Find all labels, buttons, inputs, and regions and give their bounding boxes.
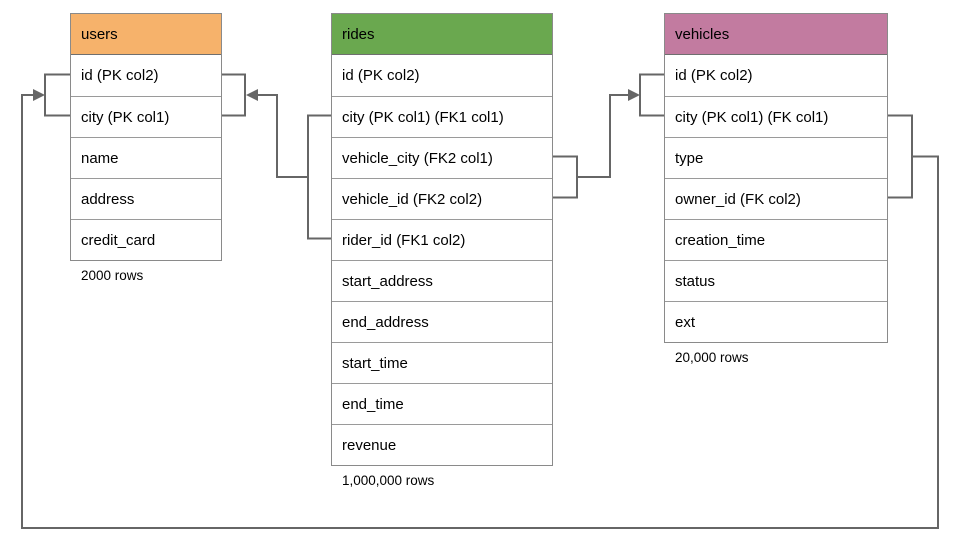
column-row: address: [71, 178, 221, 219]
column-row: start_time: [332, 342, 552, 383]
column-row: owner_id (FK col2): [665, 178, 887, 219]
column-row: rider_id (FK1 col2): [332, 219, 552, 260]
rides-right-bracket: [553, 155, 578, 199]
table-vehicles-header: vehicles: [665, 14, 887, 55]
table-users-row-count: 2000 rows: [81, 268, 144, 283]
rides-to-vehicles-line: [577, 94, 628, 178]
table-vehicles-row-count: 20,000 rows: [675, 350, 749, 365]
column-row: city (PK col1) (FK col1): [665, 96, 887, 137]
rides-to-users-arrowhead: [246, 89, 258, 101]
column-row: vehicle_id (FK2 col2): [332, 178, 552, 219]
table-rides-rows: id (PK col2)city (PK col1) (FK1 col1)veh…: [332, 55, 552, 465]
column-row: credit_card: [71, 219, 221, 260]
column-row: end_address: [332, 301, 552, 342]
column-row: creation_time: [665, 219, 887, 260]
table-vehicles: vehicles id (PK col2)city (PK col1) (FK …: [664, 13, 888, 365]
table-rides-row-count: 1,000,000 rows: [342, 473, 435, 488]
users-left-bracket: [44, 73, 70, 117]
column-row: city (PK col1): [71, 96, 221, 137]
column-row: revenue: [332, 424, 552, 465]
column-row: type: [665, 137, 887, 178]
column-row: ext: [665, 301, 887, 342]
column-row: id (PK col2): [332, 55, 552, 96]
users-right-bracket: [222, 73, 246, 117]
column-row: id (PK col2): [665, 55, 887, 96]
column-row: city (PK col1) (FK1 col1): [332, 96, 552, 137]
column-row: id (PK col2): [71, 55, 221, 96]
rides-to-users-line: [258, 94, 308, 178]
vehicles-left-bracket: [639, 73, 664, 117]
table-rides-header: rides: [332, 14, 552, 55]
rides-to-vehicles-arrowhead: [628, 89, 640, 101]
column-row: status: [665, 260, 887, 301]
vehicles-right-bracket: [887, 114, 913, 199]
table-rides: rides id (PK col2)city (PK col1) (FK1 co…: [331, 13, 553, 488]
column-row: vehicle_city (FK2 col1): [332, 137, 552, 178]
table-users-header: users: [71, 14, 221, 55]
column-row: end_time: [332, 383, 552, 424]
table-vehicles-rows: id (PK col2)city (PK col1) (FK col1)type…: [665, 55, 887, 342]
vehicles-to-users-arrowhead: [33, 89, 45, 101]
column-row: name: [71, 137, 221, 178]
column-row: start_address: [332, 260, 552, 301]
rides-left-bracket: [307, 114, 332, 240]
